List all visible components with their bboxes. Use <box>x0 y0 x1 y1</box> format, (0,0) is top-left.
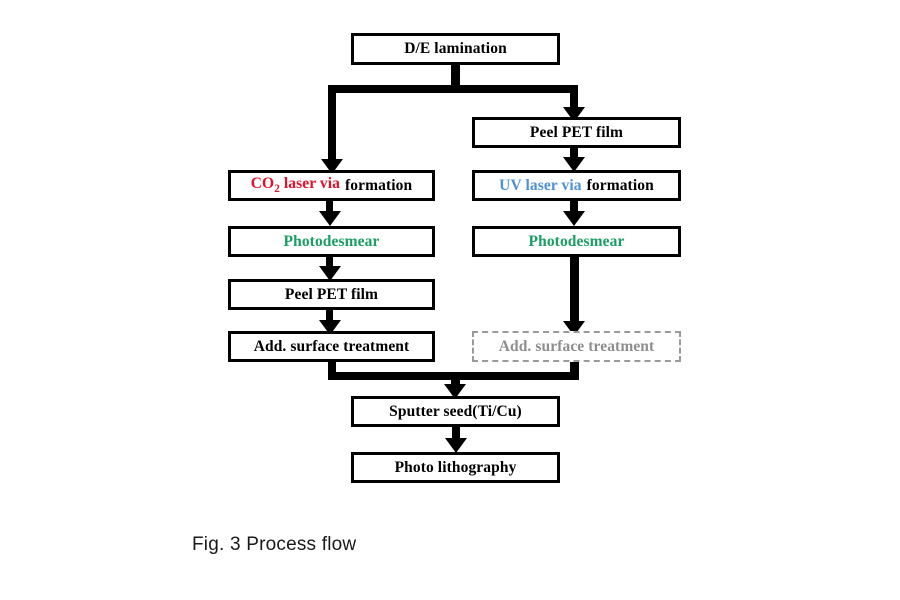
connector-photodesmear-to-peelpet-arrow <box>319 266 341 281</box>
node-peel-pet-right-label: Peel PET film <box>529 123 624 141</box>
node-add-surface-treatment-right-label: Add. surface treatment <box>498 337 655 355</box>
connector-sputter-to-litho-line <box>452 425 460 441</box>
figure-caption: Fig. 3 Process flow <box>192 534 357 555</box>
node-de-lamination[interactable]: D/E lamination <box>351 33 560 65</box>
connector-left-merge-vertical <box>328 360 336 380</box>
node-photodesmear-right-label: Photodesmear <box>528 232 625 250</box>
node-add-surface-treatment-right-optional[interactable]: Add. surface treatment <box>472 331 681 362</box>
connector-peelpet-to-uv-arrow <box>563 157 585 172</box>
node-photodesmear-left-label: Photodesmear <box>283 232 380 250</box>
node-sputter-seed-label: Sputter seed(Ti/Cu) <box>389 402 522 420</box>
node-add-surface-treatment-left[interactable]: Add. surface treatment <box>228 331 435 362</box>
connector-photodesmear-to-dashed-line <box>570 256 579 326</box>
connector-split-bar <box>328 85 578 93</box>
connector-sputter-to-litho-arrow <box>445 438 467 453</box>
connector-photodesmear-to-peelpet-line <box>326 256 333 270</box>
node-photo-lithography-label: Photo lithography <box>394 458 517 476</box>
node-uv-laser-black-part: formation <box>586 176 654 194</box>
connector-merge-to-sputter-line <box>451 372 460 388</box>
node-de-lamination-label: D/E lamination <box>404 40 507 57</box>
connector-co2-to-photodesmear-line <box>326 200 333 214</box>
node-uv-laser-colored-part: UV laser via <box>499 176 582 194</box>
node-sputter-seed[interactable]: Sputter seed(Ti/Cu) <box>351 396 560 427</box>
connector-right-merge-vertical <box>570 360 579 380</box>
node-add-surface-treatment-left-label: Add. surface treatment <box>253 337 410 355</box>
connector-right-branch-vertical <box>570 85 578 111</box>
connector-peelpet-to-uv-line <box>570 147 578 161</box>
node-photo-lithography[interactable]: Photo lithography <box>351 452 560 483</box>
connector-peelpet-to-addsurface-line <box>326 309 333 323</box>
connector-left-branch-vertical <box>328 85 336 163</box>
node-photodesmear-left[interactable]: Photodesmear <box>228 226 435 257</box>
node-co2-laser-black-part: formation <box>345 176 413 194</box>
connector-uv-to-photodesmear-arrow <box>563 211 585 226</box>
node-peel-pet-left[interactable]: Peel PET film <box>228 279 435 310</box>
node-co2-laser-colored-part: CO2 laser via <box>250 175 341 196</box>
connector-co2-to-photodesmear-arrow <box>319 211 341 226</box>
node-peel-pet-right[interactable]: Peel PET film <box>472 117 681 148</box>
node-peel-pet-left-label: Peel PET film <box>284 285 379 303</box>
connector-de-stem <box>451 63 460 91</box>
connector-uv-to-photodesmear-line <box>570 200 578 214</box>
connector-merge-to-sputter-arrow <box>444 384 466 399</box>
node-photodesmear-right[interactable]: Photodesmear <box>472 226 681 257</box>
